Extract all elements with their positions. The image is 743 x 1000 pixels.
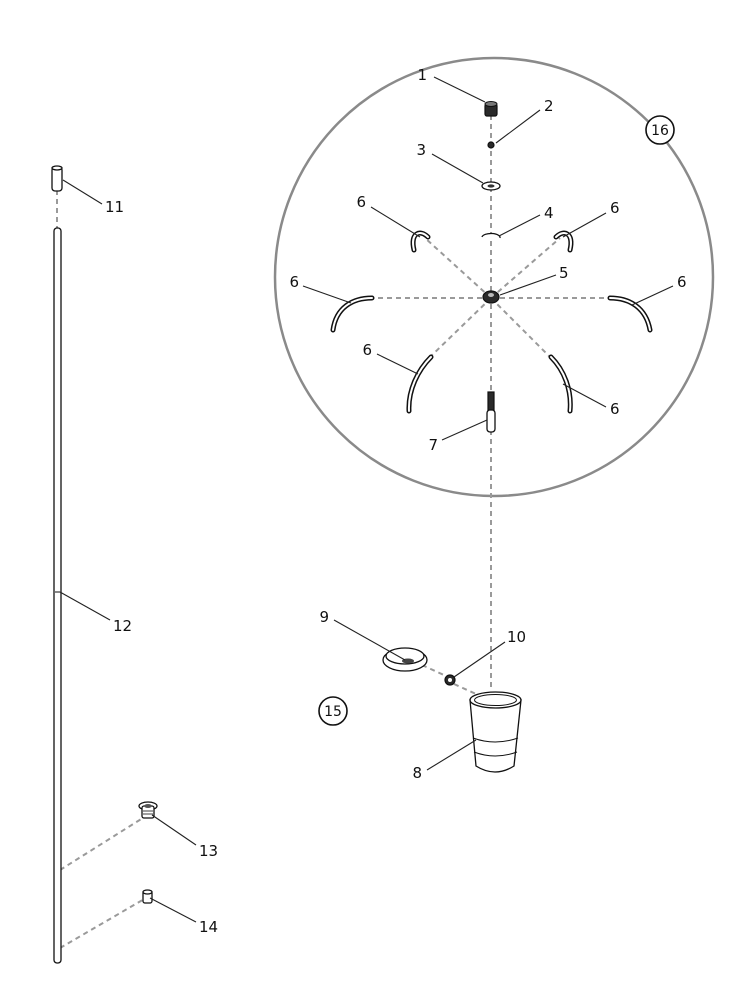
cup-part: [469, 691, 522, 773]
washer-part: [481, 181, 501, 191]
hook-upper-right: [553, 230, 574, 253]
cap-part: [51, 165, 63, 192]
o-ring-part: [444, 674, 456, 686]
hook-mid-left: [330, 295, 375, 333]
callout-2: 2: [544, 97, 554, 115]
split-ring-part: [481, 232, 501, 239]
hook-lower-right: [548, 354, 573, 414]
leader-lines: [59, 76, 674, 923]
lid-part: [382, 647, 428, 672]
small-ring-part: [487, 141, 495, 149]
small-cylinder-part: [142, 889, 153, 904]
callout-13: 13: [199, 842, 218, 860]
callout-8: 8: [412, 764, 422, 782]
callout-12: 12: [113, 617, 132, 635]
long-rod-part: [53, 227, 62, 964]
callout-14: 14: [199, 918, 218, 936]
callout-7: 7: [428, 436, 438, 454]
detail-circle: [273, 56, 715, 498]
assembly-lines: [56, 115, 612, 949]
callout-1: 1: [417, 66, 427, 84]
callout-6-mid-right: 6: [677, 273, 687, 291]
badge-15: 15: [318, 696, 348, 726]
flange-bushing-part: [138, 801, 158, 819]
hub-part: [482, 290, 500, 304]
callout-4: 4: [544, 204, 554, 222]
hook-lower-left: [406, 354, 434, 414]
badge-16: 16: [645, 115, 675, 145]
hook-upper-left: [410, 230, 431, 253]
threaded-pin-part: [486, 391, 496, 433]
callout-6-upper-right: 6: [610, 199, 620, 217]
badge-16-label: 16: [651, 123, 669, 139]
callout-6-lower-left: 6: [362, 341, 372, 359]
callout-3: 3: [416, 141, 426, 159]
hook-mid-right: [607, 295, 653, 333]
callout-5: 5: [559, 264, 569, 282]
callout-6-mid-left: 6: [289, 273, 299, 291]
badge-15-label: 15: [324, 704, 342, 720]
callout-9: 9: [319, 608, 329, 626]
callout-6-upper-left: 6: [356, 193, 366, 211]
callout-6-lower-right: 6: [610, 400, 620, 418]
callout-labels: 1 2 3 4 5 6 6 6 6 6 6 7 8 9 10 11 12 13 …: [105, 66, 687, 936]
top-nut-part: [484, 101, 498, 117]
callout-11: 11: [105, 198, 124, 216]
callout-10: 10: [507, 628, 526, 646]
